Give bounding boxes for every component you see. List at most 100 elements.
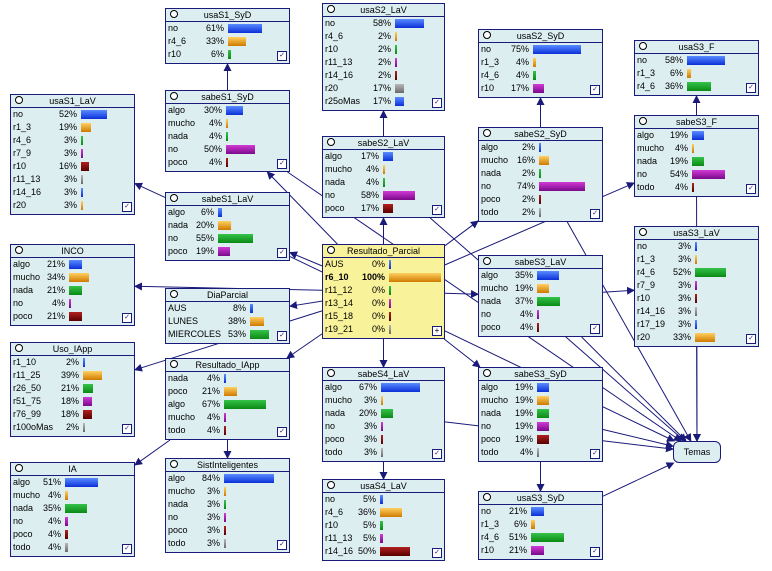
- checkbox-icon[interactable]: ✓: [122, 202, 132, 212]
- checkbox-icon[interactable]: ✓: [122, 424, 132, 434]
- checkbox-icon[interactable]: ✓: [432, 548, 442, 558]
- checkbox-icon[interactable]: ✓: [746, 184, 756, 194]
- expand-plus-icon[interactable]: +: [432, 326, 442, 336]
- checkbox-icon[interactable]: ✓: [432, 205, 442, 215]
- checkbox-icon[interactable]: ✓: [590, 209, 600, 219]
- checkbox-icon[interactable]: ✓: [277, 427, 287, 437]
- checkbox-icon[interactable]: ✓: [277, 159, 287, 169]
- checkbox-icon[interactable]: ✓: [277, 51, 287, 61]
- checkbox-icon[interactable]: ✓: [590, 449, 600, 459]
